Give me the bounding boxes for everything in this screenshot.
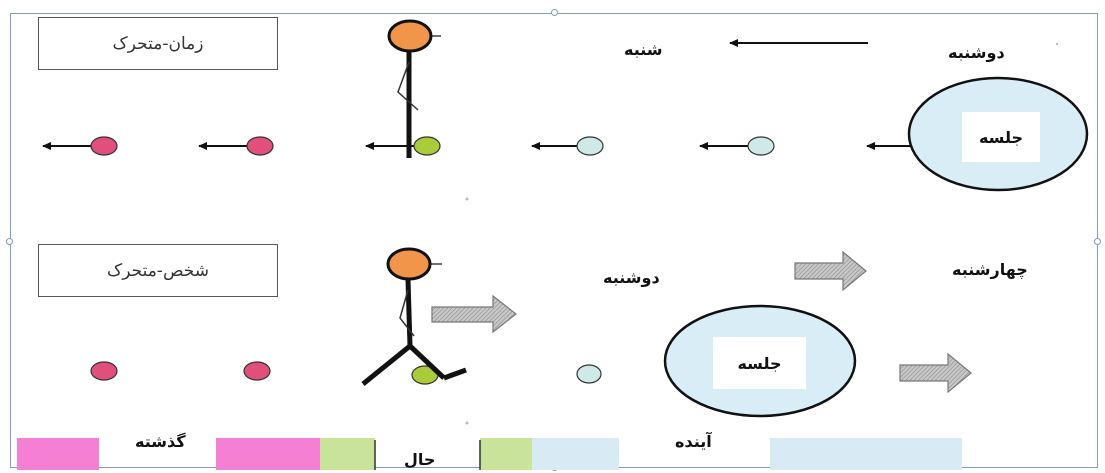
past-label: گذشته bbox=[135, 432, 186, 451]
top-meeting-label: جلسه bbox=[978, 127, 1024, 147]
top-dot-future-1 bbox=[576, 136, 604, 156]
top-person-head bbox=[387, 19, 433, 53]
top-dot-past-1 bbox=[90, 136, 118, 156]
resize-handle-left[interactable] bbox=[6, 238, 13, 245]
time-moving-label: زمان-متحرک bbox=[112, 33, 204, 54]
top-dot-present bbox=[413, 136, 441, 156]
past-bar-right bbox=[216, 438, 320, 470]
ego-moving-label: شخص-متحرک bbox=[107, 260, 209, 281]
bottom-day-monday: دوشنبه bbox=[603, 268, 660, 287]
faint-dot-1 bbox=[465, 197, 469, 201]
motion-arrow-2 bbox=[794, 250, 867, 292]
future-bar-left bbox=[532, 438, 619, 470]
bottom-person-head bbox=[386, 247, 432, 281]
ego-moving-label-box: شخص-متحرک bbox=[38, 244, 278, 297]
bottom-person-figure bbox=[361, 247, 467, 386]
bottom-dot-row bbox=[90, 361, 602, 385]
present-bar-right bbox=[480, 438, 532, 470]
bottom-dot-past-1 bbox=[90, 361, 118, 381]
faint-dot-3 bbox=[1055, 42, 1059, 46]
top-day-monday: دوشنبه bbox=[948, 43, 1005, 62]
present-bracket bbox=[374, 440, 481, 470]
top-meeting-label-box: جلسه bbox=[962, 112, 1040, 162]
top-dot-future-2 bbox=[747, 136, 775, 156]
top-day-saturday: شنبه bbox=[624, 40, 663, 59]
motion-arrow-3 bbox=[899, 352, 972, 394]
bottom-meeting-label-box: جلسه bbox=[713, 337, 806, 389]
future-bar-right bbox=[770, 438, 962, 470]
time-moving-label-box: زمان-متحرک bbox=[38, 17, 278, 70]
future-label: آینده bbox=[675, 432, 712, 451]
top-dot-past-2 bbox=[246, 136, 274, 156]
motion-arrow-1 bbox=[431, 294, 517, 334]
bottom-dot-past-2 bbox=[243, 361, 271, 381]
bottom-dot-future bbox=[576, 364, 602, 384]
resize-handle-top[interactable] bbox=[551, 9, 558, 16]
past-bar-left bbox=[17, 438, 99, 470]
bottom-meeting-label: جلسه bbox=[737, 353, 782, 373]
bottom-day-wednesday: چهارشنبه bbox=[952, 260, 1028, 279]
present-bar-left bbox=[320, 438, 375, 470]
present-label: حال bbox=[404, 450, 436, 469]
faint-dot-2 bbox=[465, 421, 469, 425]
top-person-figure bbox=[387, 19, 441, 158]
resize-handle-right[interactable] bbox=[1094, 238, 1101, 245]
top-dot-row bbox=[42, 136, 911, 156]
